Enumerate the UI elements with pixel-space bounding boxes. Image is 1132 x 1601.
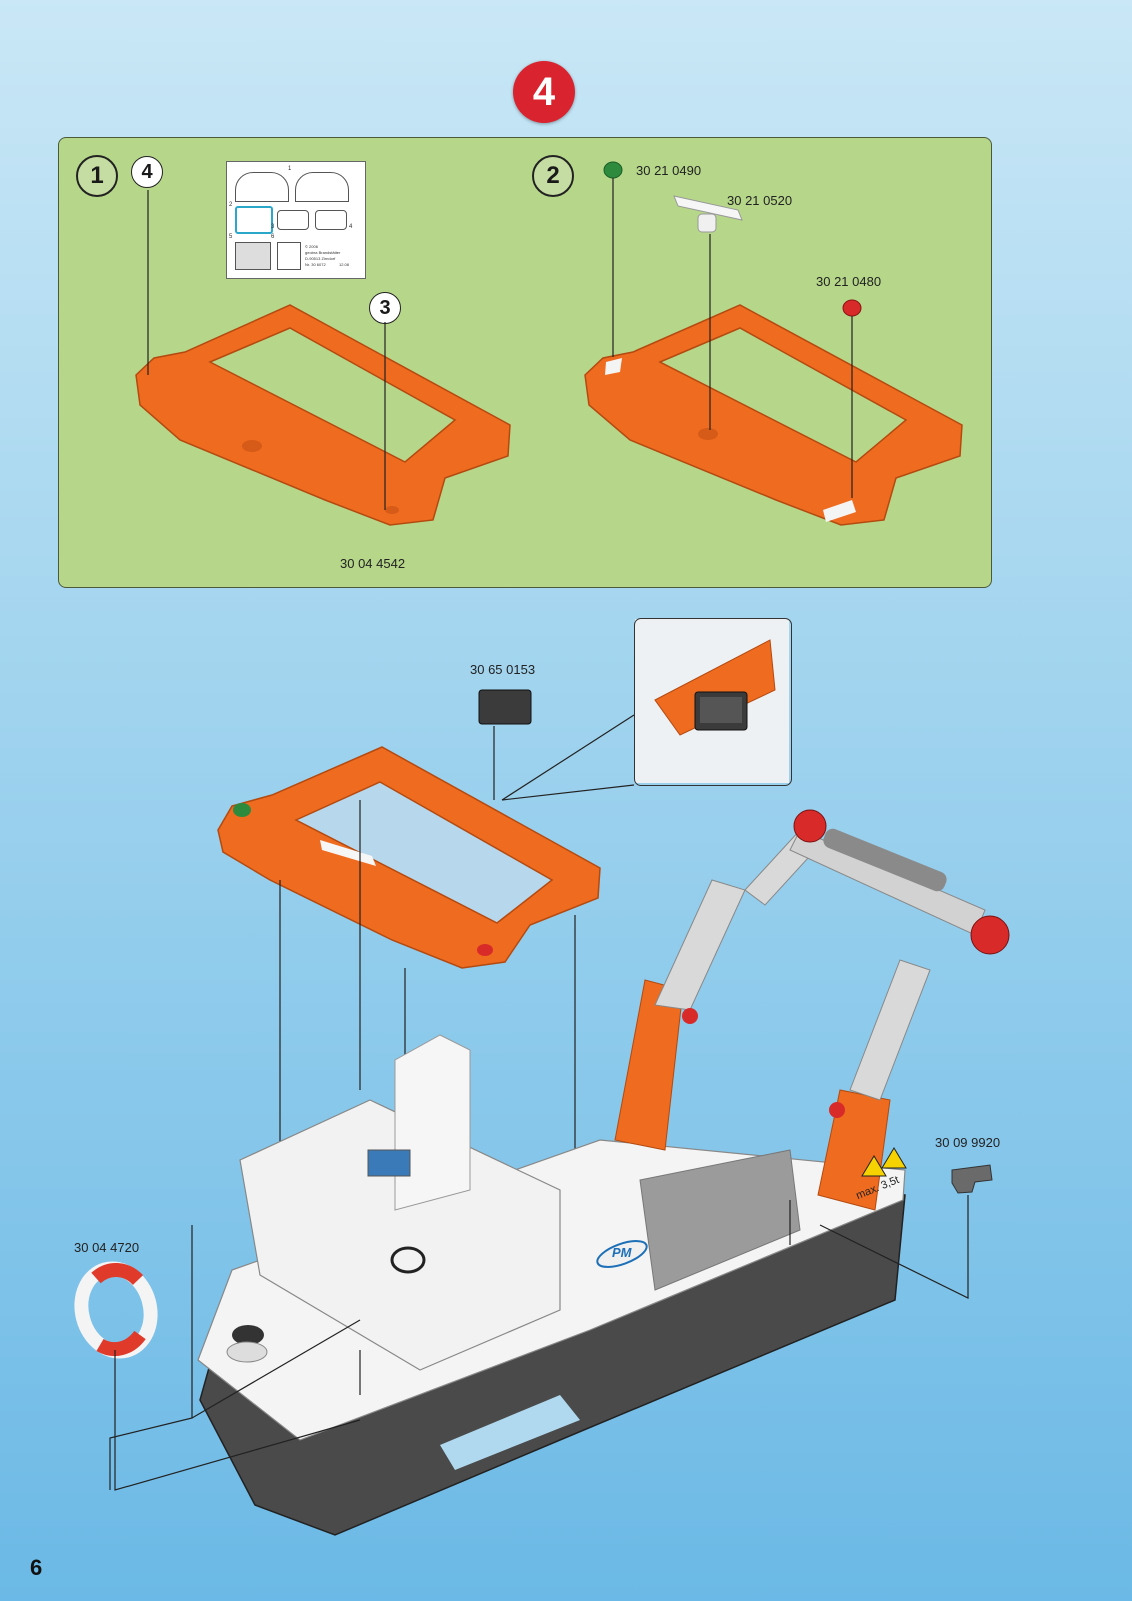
part-label-clip: 30 09 9920 bbox=[935, 1135, 1001, 1150]
decal-label-5: 5 bbox=[229, 234, 233, 240]
page-number: 6 bbox=[30, 1555, 43, 1580]
decal-sheet: 1 2 3 4 5 6 © 2006 geobra Brandstätter D… bbox=[226, 161, 366, 279]
callout-3-number: 3 bbox=[369, 292, 401, 324]
frame-substep-2 bbox=[584, 304, 963, 526]
decal-label-4: 4 bbox=[349, 224, 353, 230]
decal-label-3: 3 bbox=[271, 224, 275, 230]
decal-fineprint-4: Nr. 30 6072 bbox=[305, 262, 326, 267]
life-ring bbox=[74, 1261, 158, 1359]
frame-substep-1 bbox=[135, 304, 511, 526]
substep-1-number: 1 bbox=[76, 155, 118, 197]
decal-label-1: 1 bbox=[288, 166, 292, 172]
decal-fineprint-3: D-90513 Zirndorf bbox=[305, 256, 336, 261]
part-label-green-light: 30 21 0490 bbox=[636, 163, 702, 178]
decal-label-6: 6 bbox=[271, 234, 275, 240]
part-label-frame: 30 04 4542 bbox=[340, 556, 406, 571]
decal-fineprint-5: 12.08 bbox=[339, 262, 350, 267]
decal-fineprint-1: © 2006 bbox=[305, 244, 318, 249]
part-label-red-light: 30 21 0480 bbox=[816, 274, 882, 289]
part-label-radar-box: 30 65 0153 bbox=[470, 662, 536, 677]
boat-logo-text: PM bbox=[612, 1245, 632, 1260]
inset-detail bbox=[635, 619, 789, 783]
decal-label-2: 2 bbox=[229, 202, 233, 208]
part-label-searchlight: 30 21 0520 bbox=[727, 193, 793, 208]
callout-4-number: 4 bbox=[131, 156, 163, 188]
frame-main bbox=[217, 746, 601, 969]
part-label-life-ring: 30 04 4720 bbox=[74, 1240, 140, 1255]
inset-frame bbox=[634, 618, 792, 786]
substep-2-number: 2 bbox=[532, 155, 574, 197]
boat-crane bbox=[614, 809, 1010, 1211]
decal-fineprint-2: geobra Brandstätter bbox=[305, 250, 341, 255]
step-number-badge: 4 bbox=[513, 61, 575, 123]
boat-cabin bbox=[239, 1034, 561, 1371]
